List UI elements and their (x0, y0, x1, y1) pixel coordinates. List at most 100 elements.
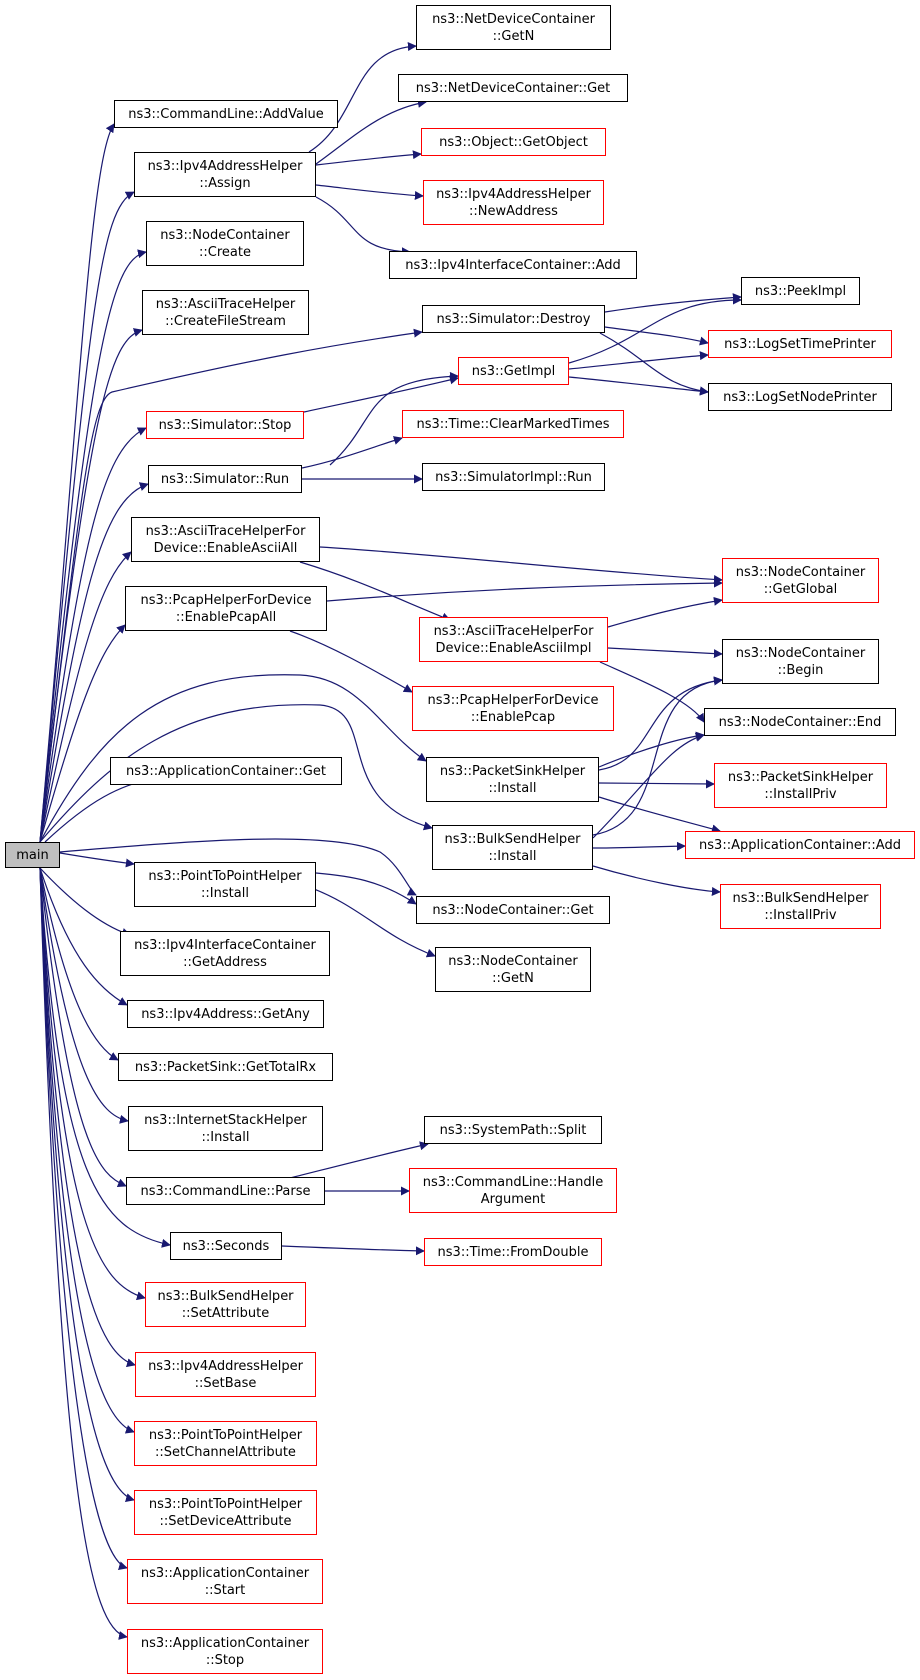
node-getimpl[interactable]: ns3::GetImpl (458, 357, 569, 385)
node-packetsink-gettotalrx[interactable]: ns3::PacketSink::GetTotalRx (118, 1053, 333, 1081)
node-pointtopointhelper-setdeviceattribute[interactable]: ns3::PointToPointHelper ::SetDeviceAttri… (134, 1490, 317, 1535)
call-edge (598, 796, 721, 834)
call-edge (39, 249, 147, 843)
node-ipv4addresshelper-setbase[interactable]: ns3::Ipv4AddressHelper ::SetBase (135, 1352, 316, 1397)
call-edge (598, 779, 715, 789)
call-edge (305, 885, 436, 958)
call-edge (39, 867, 119, 1061)
node-commandline-addvalue[interactable]: ns3::CommandLine::AddValue (114, 100, 338, 128)
call-edge (39, 867, 128, 1570)
call-edge (281, 1245, 425, 1256)
call-edge (59, 838, 417, 896)
node-ipv4interfacecontainer-add[interactable]: ns3::Ipv4InterfaceContainer::Add (389, 251, 637, 279)
node-ipv4addresshelper-newaddress[interactable]: ns3::Ipv4AddressHelper ::NewAddress (423, 180, 604, 225)
node-bulksendhelper-installpriv[interactable]: ns3::BulkSendHelper ::InstallPriv (720, 884, 881, 929)
node-ipv4addresshelper-assign[interactable]: ns3::Ipv4AddressHelper ::Assign (134, 152, 316, 197)
call-edge (39, 867, 127, 1187)
node-nodecontainer-begin[interactable]: ns3::NodeContainer ::Begin (722, 639, 879, 684)
node-asciitracehelperfordevice-enableasciiimpl[interactable]: ns3::AsciiTraceHelperFor Device::EnableA… (419, 617, 608, 662)
call-edge (39, 482, 149, 843)
node-bulksendhelper-setattribute[interactable]: ns3::BulkSendHelper ::SetAttribute (145, 1282, 306, 1327)
call-edge (568, 295, 742, 364)
call-edge (39, 123, 115, 843)
call-edge (315, 872, 417, 905)
node-time-fromdouble[interactable]: ns3::Time::FromDouble (424, 1238, 602, 1266)
node-simulator-destroy[interactable]: ns3::Simulator::Destroy (422, 305, 605, 333)
node-nodecontainer-getn[interactable]: ns3::NodeContainer ::GetN (435, 947, 591, 992)
call-edge (289, 1141, 429, 1179)
node-ipv4interfacecontainer-getaddress[interactable]: ns3::Ipv4InterfaceContainer ::GetAddress (120, 931, 330, 976)
node-peekimpl[interactable]: ns3::PeekImpl (741, 277, 860, 305)
node-pointtopointhelper-setchannelattribute[interactable]: ns3::PointToPointHelper ::SetChannelAttr… (134, 1421, 317, 1466)
node-object-getobject[interactable]: ns3::Object::GetObject (421, 128, 606, 156)
node-pointtopointhelper-install[interactable]: ns3::PointToPointHelper ::Install (134, 862, 316, 907)
node-nodecontainer-end[interactable]: ns3::NodeContainer::End (704, 708, 896, 736)
call-edge (329, 371, 459, 466)
node-nodecontainer-getglobal[interactable]: ns3::NodeContainer ::GetGlobal (722, 558, 879, 603)
call-edge (301, 436, 403, 469)
node-nodecontainer-get[interactable]: ns3::NodeContainer::Get (416, 896, 610, 924)
call-edge (39, 704, 433, 843)
call-edge (39, 867, 136, 1368)
call-edge (39, 867, 131, 937)
node-applicationcontainer-add[interactable]: ns3::ApplicationContainer::Add (685, 831, 915, 859)
node-simulator-run[interactable]: ns3::Simulator::Run (148, 465, 302, 493)
call-edge (39, 867, 128, 1640)
call-edge (592, 732, 705, 839)
node-bulksendhelper-install[interactable]: ns3::BulkSendHelper ::Install (432, 825, 593, 870)
node-seconds[interactable]: ns3::Seconds (170, 1232, 282, 1260)
call-edge (607, 647, 723, 659)
node-pcaphelperfordevice-enablepcapall[interactable]: ns3::PcapHelperForDevice ::EnablePcapAll (125, 586, 327, 631)
call-edge (315, 184, 424, 201)
call-edge (39, 328, 423, 843)
call-edge (39, 867, 135, 1503)
call-edge (607, 596, 723, 628)
call-edge (315, 150, 422, 166)
call-edge (39, 551, 132, 843)
call-edge (39, 867, 129, 1124)
node-commandline-handleargument[interactable]: ns3::CommandLine::Handle Argument (409, 1168, 617, 1213)
node-packetsinkhelper-installpriv[interactable]: ns3::PacketSinkHelper ::InstallPriv (714, 763, 887, 808)
call-edge (39, 624, 126, 843)
node-netdevicecontainer-get[interactable]: ns3::NetDeviceContainer::Get (398, 74, 628, 102)
node-commandline-parse[interactable]: ns3::CommandLine::Parse (126, 1177, 325, 1205)
node-logsettimeprinter[interactable]: ns3::LogSetTimePrinter (708, 330, 892, 358)
call-edge (319, 546, 723, 584)
node-applicationcontainer-stop[interactable]: ns3::ApplicationContainer ::Stop (127, 1629, 323, 1674)
node-simulatorimpl-run[interactable]: ns3::SimulatorImpl::Run (422, 463, 605, 491)
node-nodecontainer-create[interactable]: ns3::NodeContainer ::Create (146, 221, 304, 266)
node-systempath-split[interactable]: ns3::SystemPath::Split (424, 1116, 602, 1144)
call-edge (303, 375, 459, 413)
node-asciitracehelperfordevice-enableasciiall[interactable]: ns3::AsciiTraceHelperFor Device::EnableA… (131, 517, 320, 562)
node-asciitracehelper-createfilestream[interactable]: ns3::AsciiTraceHelper ::CreateFileStream (142, 290, 309, 335)
call-edge (39, 674, 427, 843)
main-node: main (5, 842, 60, 868)
node-pcaphelperfordevice-enablepcap[interactable]: ns3::PcapHelperForDevice ::EnablePcap (412, 686, 614, 731)
call-edge (39, 867, 135, 1434)
call-edge (39, 867, 146, 1301)
node-applicationcontainer-get[interactable]: ns3::ApplicationContainer::Get (110, 757, 342, 785)
call-edge (599, 332, 709, 396)
call-edge (326, 578, 723, 602)
node-simulator-stop[interactable]: ns3::Simulator::Stop (146, 411, 304, 439)
node-internetstackhelper-install[interactable]: ns3::InternetStackHelper ::Install (128, 1106, 323, 1151)
call-edge (568, 351, 709, 370)
call-edge (604, 326, 709, 346)
call-edge (592, 676, 723, 836)
node-packetsinkhelper-install[interactable]: ns3::PacketSinkHelper ::Install (426, 757, 599, 802)
call-edge (308, 42, 417, 153)
call-edge (604, 293, 742, 313)
call-edge (592, 865, 721, 896)
node-time-clearmarkedtimes[interactable]: ns3::Time::ClearMarkedTimes (402, 410, 624, 438)
call-edge (599, 661, 705, 723)
node-netdevicecontainer-getn[interactable]: ns3::NetDeviceContainer ::GetN (416, 5, 611, 50)
call-edge (592, 841, 686, 851)
node-ipv4address-getany[interactable]: ns3::Ipv4Address::GetAny (127, 1000, 324, 1028)
call-edge (44, 775, 156, 843)
node-applicationcontainer-start[interactable]: ns3::ApplicationContainer ::Start (127, 1559, 323, 1604)
call-edge (289, 630, 413, 693)
node-logsetnodeprinter[interactable]: ns3::LogSetNodePrinter (708, 383, 892, 411)
call-edge (39, 427, 147, 843)
call-edge (39, 191, 135, 843)
